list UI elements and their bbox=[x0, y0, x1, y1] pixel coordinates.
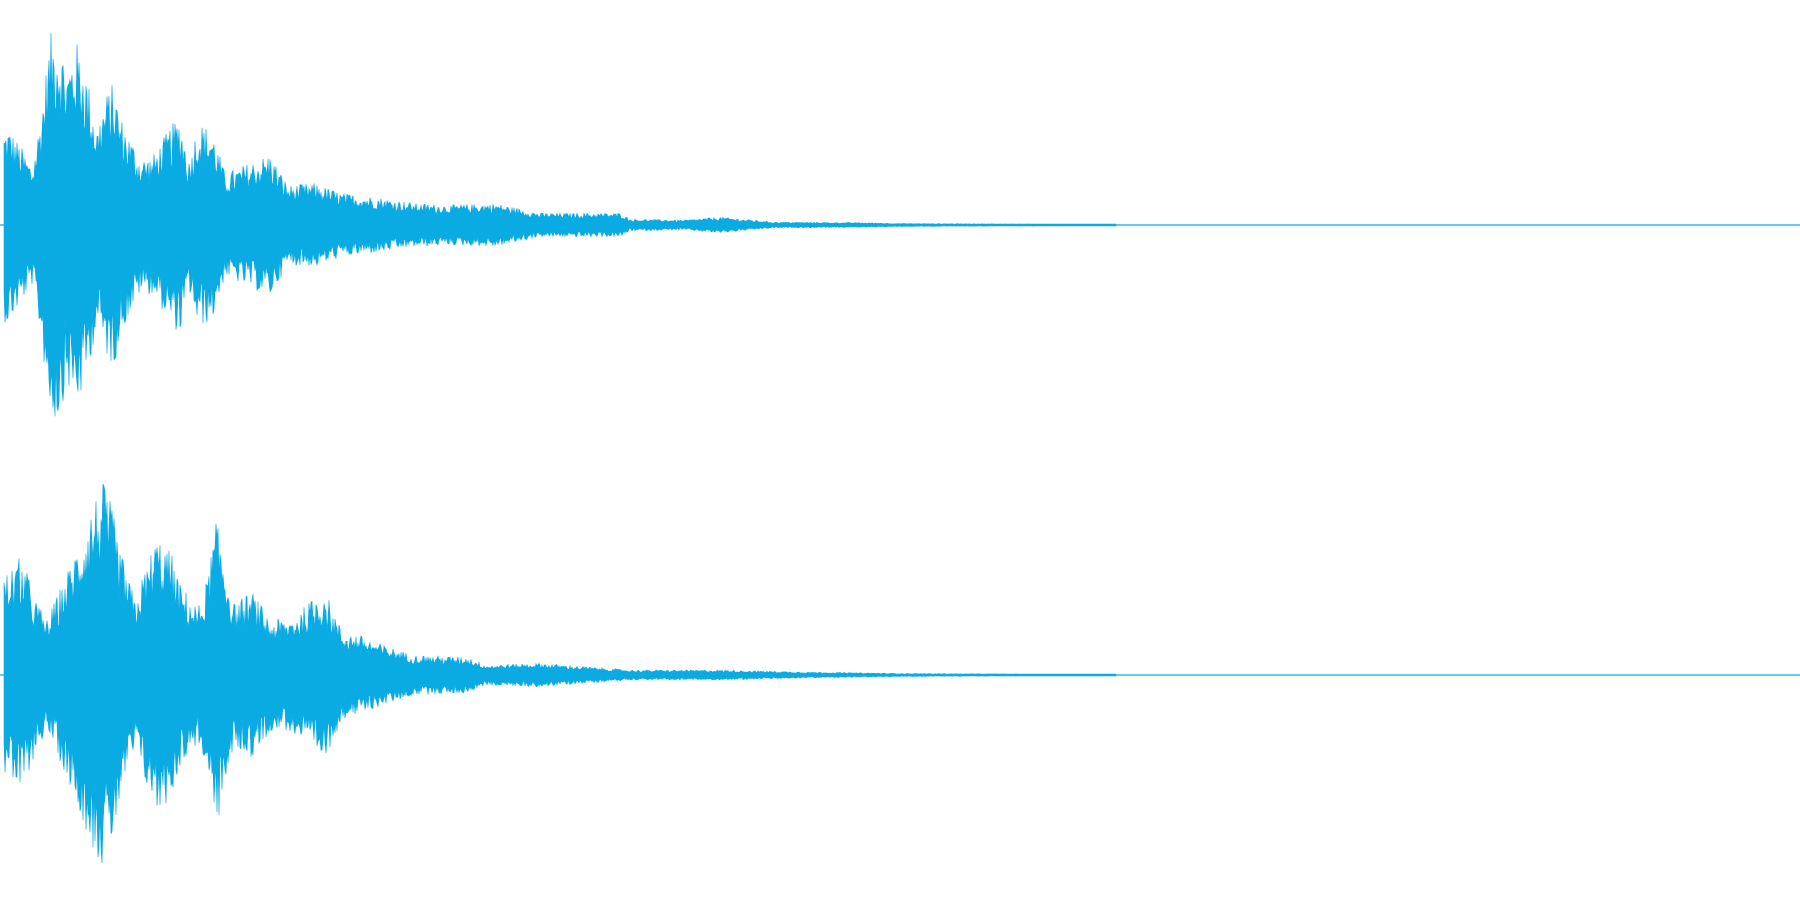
waveform-signal bbox=[3, 32, 1117, 417]
waveform-signal bbox=[3, 483, 1117, 864]
waveform-channel-right bbox=[0, 483, 1800, 864]
waveform-channel-left bbox=[0, 32, 1800, 417]
